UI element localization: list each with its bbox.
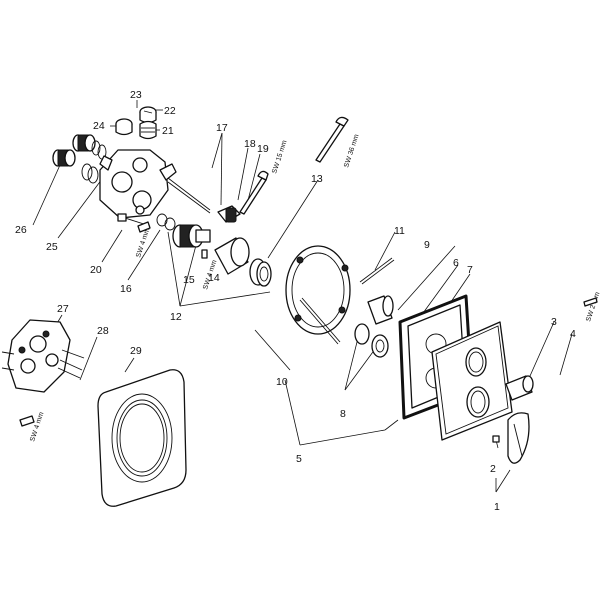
part-12-sleeve [214, 237, 250, 275]
part-5-cover-plate [431, 321, 513, 441]
part-number-labels: 1 2 3 4 5 6 7 8 9 10 11 12 13 14 15 16 1… [15, 89, 576, 513]
part-19-wrench-sw15 [239, 170, 269, 215]
label-12: 12 [170, 311, 182, 323]
label-17: 17 [216, 122, 228, 134]
part-27-body-2 [7, 319, 71, 393]
part-15-screw [201, 249, 208, 259]
label-24: 24 [93, 120, 105, 132]
label-1: 1 [494, 501, 500, 513]
part-13-threaded-ring [249, 258, 272, 287]
label-15: 15 [183, 274, 195, 286]
part-26-check-valve [52, 149, 76, 167]
label-6: 6 [453, 257, 459, 269]
label-21: 21 [162, 125, 174, 137]
label-13: 13 [311, 173, 323, 185]
tool-glyphs [19, 116, 598, 427]
part-24-cap [115, 118, 133, 136]
part-16-o-rings [156, 213, 176, 231]
label-22: 22 [164, 105, 176, 117]
label-18: 18 [244, 138, 256, 150]
tool-label-sw2: SW 2 mm [585, 291, 600, 323]
tool-label-sw4-a: SW 4 mm [135, 227, 151, 259]
label-16: 16 [120, 283, 132, 295]
part-18-cartridge [217, 205, 241, 223]
label-29: 29 [130, 345, 142, 357]
part-25-o-rings [81, 163, 99, 184]
label-3: 3 [551, 316, 557, 328]
tool-label-sw36: SW 36 mm [343, 133, 360, 168]
part-11-screw [359, 257, 395, 285]
label-26: 26 [15, 224, 27, 236]
part-9-extension [367, 295, 394, 325]
label-5: 5 [296, 453, 302, 465]
part-23-cap [139, 106, 157, 124]
label-7: 7 [467, 264, 473, 276]
part-29-frame [97, 369, 187, 507]
part-10-mounting-plate [285, 245, 351, 345]
label-10: 10 [276, 376, 288, 388]
label-23: 23 [130, 89, 142, 101]
valve-body [99, 149, 211, 219]
label-25: 25 [46, 241, 58, 253]
label-4: 4 [570, 328, 576, 340]
label-19: 19 [257, 143, 269, 155]
label-9: 9 [424, 239, 430, 251]
label-27: 27 [57, 303, 69, 315]
label-28: 28 [97, 325, 109, 337]
label-14: 14 [208, 272, 220, 284]
label-11: 11 [394, 225, 405, 237]
tool-label-sw15: SW 15 mm [271, 139, 288, 174]
part-28-screws [1, 349, 85, 379]
label-20: 20 [90, 264, 102, 276]
part-3-knob [505, 375, 534, 401]
part-2-grub-screw [492, 435, 500, 443]
label-2: 2 [490, 463, 496, 475]
part-8-rings [354, 323, 389, 358]
label-8: 8 [340, 408, 346, 420]
part-4-lever-handle [507, 412, 530, 464]
part-24-cartridge-left [72, 134, 107, 160]
part-14-diverter-cartridge [172, 224, 211, 248]
part-21-thread-insert [139, 120, 157, 140]
